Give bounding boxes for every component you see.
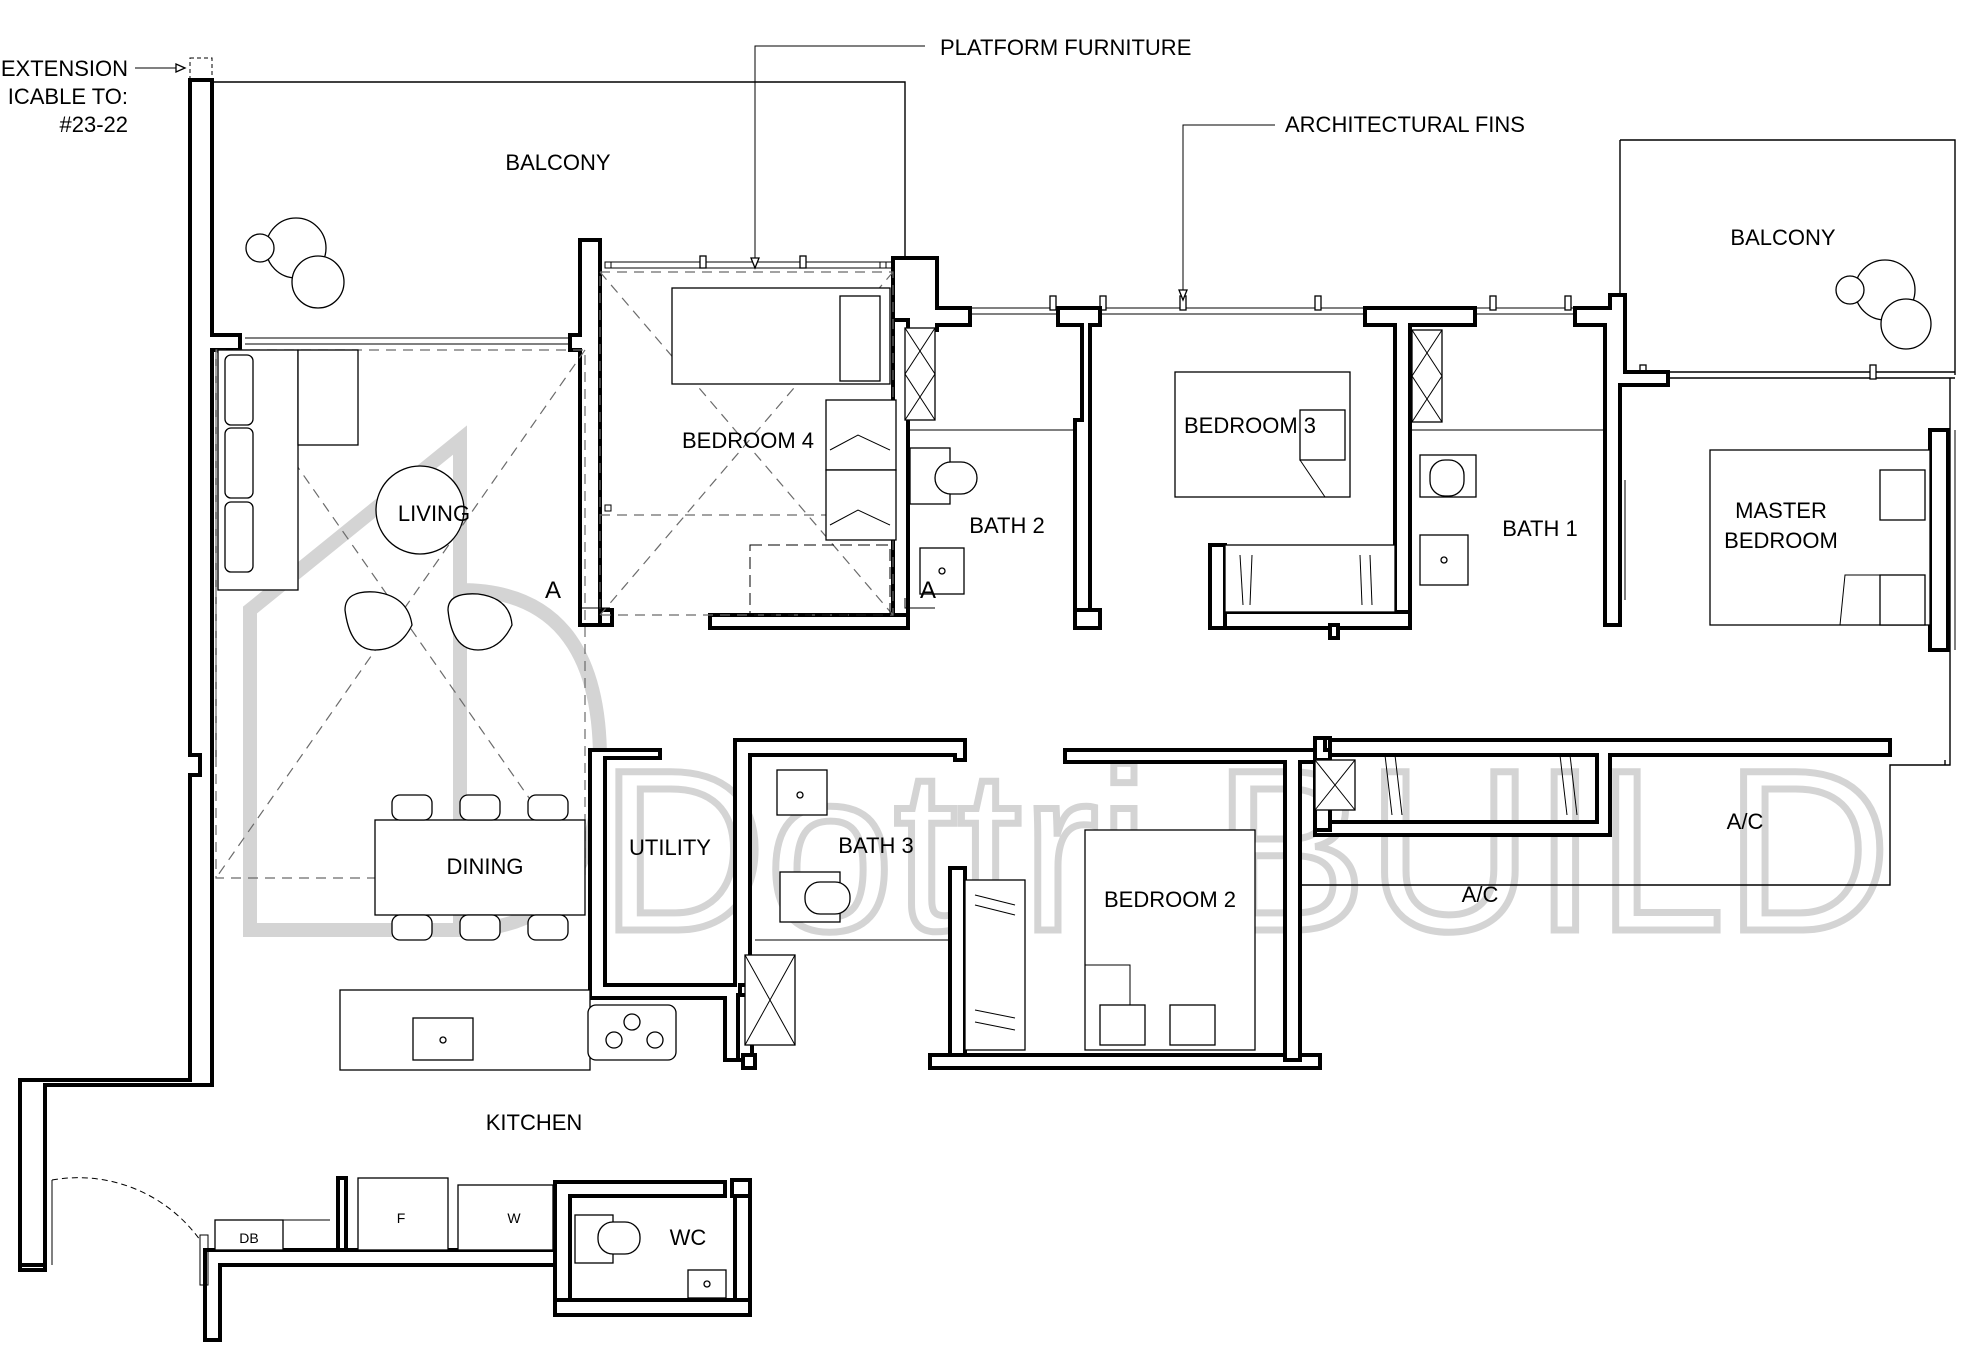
room-label-wc: WC bbox=[670, 1225, 707, 1250]
section-marker-left: A bbox=[545, 577, 561, 604]
room-label-dining: DINING bbox=[447, 854, 524, 879]
room-label-balcony-left: BALCONY bbox=[505, 150, 610, 175]
room-label-bedroom-2: BEDROOM 2 bbox=[1104, 887, 1236, 912]
room-label-balcony-right: BALCONY bbox=[1730, 225, 1835, 250]
leader-lines bbox=[135, 45, 1275, 302]
fixture-label-fridge: F bbox=[397, 1210, 406, 1226]
room-label-living: LIVING bbox=[398, 501, 470, 526]
room-label-master-line2: BEDROOM bbox=[1724, 528, 1838, 553]
platform-furniture-label: PLATFORM FURNITURE bbox=[940, 35, 1191, 60]
room-label-kitchen: KITCHEN bbox=[486, 1110, 583, 1135]
annotation-text: EXTENSION ICABLE TO: #23-22 PLATFORM FUR… bbox=[1, 35, 1525, 604]
furniture bbox=[51, 217, 1932, 1299]
section-markers bbox=[579, 598, 935, 609]
extension-note-line2: ICABLE TO: bbox=[8, 84, 128, 109]
room-label-master-line1: MASTER bbox=[1735, 498, 1827, 523]
room-label-ac-left: A/C bbox=[1462, 882, 1499, 907]
architectural-fins-label: ARCHITECTURAL FINS bbox=[1285, 112, 1525, 137]
extension-note-line3: #23-22 bbox=[59, 112, 128, 137]
extension-note-line1: EXTENSION bbox=[1, 56, 128, 81]
room-label-bath-2: BATH 2 bbox=[969, 513, 1044, 538]
fixture-labels: DB F W bbox=[239, 1210, 521, 1246]
room-label-bath-3: BATH 3 bbox=[838, 833, 913, 858]
room-label-ac-right: A/C bbox=[1727, 809, 1764, 834]
walls bbox=[18, 78, 1950, 1342]
room-labels: BALCONY BALCONY LIVING DINING BEDROOM 4 … bbox=[398, 150, 1838, 1250]
room-label-utility: UTILITY bbox=[629, 835, 711, 860]
fixture-label-db: DB bbox=[239, 1230, 258, 1246]
section-marker-right: A bbox=[920, 577, 936, 604]
room-label-bath-1: BATH 1 bbox=[1502, 516, 1577, 541]
fixture-label-washer: W bbox=[507, 1210, 521, 1226]
room-label-bedroom-3: BEDROOM 3 bbox=[1184, 413, 1316, 438]
room-label-bedroom-4: BEDROOM 4 bbox=[682, 428, 814, 453]
